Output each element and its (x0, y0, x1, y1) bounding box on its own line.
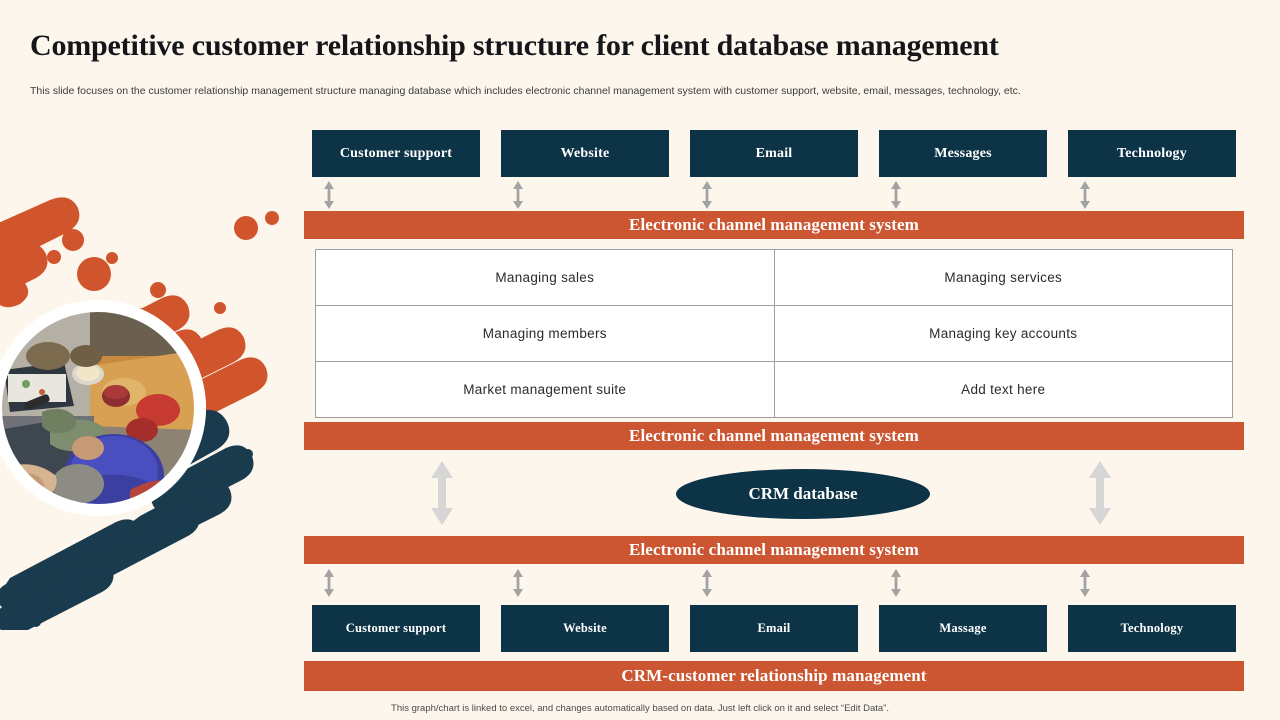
top-channel-box-email[interactable]: Email (690, 130, 858, 177)
top-channel-box-messages[interactable]: Messages (879, 130, 1047, 177)
top-channel-label: Email (755, 145, 793, 161)
banner-label: Electronic channel management system (629, 540, 919, 559)
management-matrix-table: Managing sales Managing services Managin… (315, 249, 1233, 418)
top-channel-box-website[interactable]: Website (501, 130, 669, 177)
bottom-channel-label: Technology (1120, 621, 1184, 635)
double-arrow-vertical-icon (1087, 460, 1113, 526)
bottom-channel-box-website[interactable]: Website (501, 605, 669, 652)
crm-database-node[interactable]: CRM database (676, 469, 930, 519)
top-channel-label: Technology (1117, 145, 1187, 161)
double-arrow-vertical-icon (700, 180, 714, 210)
double-arrow-vertical-icon (1078, 568, 1092, 598)
banner-label: Electronic channel management system (629, 426, 919, 445)
page-title: Competitive customer relationship struct… (30, 29, 999, 62)
top-channel-label: Messages (934, 145, 992, 161)
banner-electronic-channel-management-system-top[interactable]: Electronic channel management system (304, 211, 1244, 239)
hero-photo (0, 300, 206, 516)
double-arrow-vertical-icon (322, 180, 336, 210)
table-cell[interactable]: Managing members (315, 305, 775, 362)
crm-database-label: CRM database (748, 484, 858, 503)
banner-label: Electronic channel management system (629, 215, 919, 234)
bottom-channel-box-massage[interactable]: Massage (879, 605, 1047, 652)
footer-note: This graph/chart is linked to excel, and… (391, 703, 889, 714)
table-row: Market management suite Add text here (315, 361, 1233, 418)
table-row: Managing members Managing key accounts (315, 305, 1233, 362)
bottom-channel-label: Massage (939, 621, 987, 635)
bottom-channel-label: Website (563, 621, 607, 635)
table-cell[interactable]: Add text here (773, 361, 1233, 418)
bottom-channel-label: Customer support (345, 621, 447, 635)
top-channel-box-customer-support[interactable]: Customer support (312, 130, 480, 177)
double-arrow-vertical-icon (889, 568, 903, 598)
top-channel-label: Customer support (339, 145, 453, 161)
top-channel-box-technology[interactable]: Technology (1068, 130, 1236, 177)
bottom-channel-box-customer-support[interactable]: Customer support (312, 605, 480, 652)
banner-label: CRM-customer relationship management (621, 666, 927, 685)
page-subtitle: This slide focuses on the customer relat… (30, 85, 1021, 97)
banner-electronic-channel-management-system-middle[interactable]: Electronic channel management system (304, 422, 1244, 450)
bottom-channel-box-email[interactable]: Email (690, 605, 858, 652)
table-row: Managing sales Managing services (315, 249, 1233, 306)
double-arrow-vertical-icon (322, 568, 336, 598)
table-cell[interactable]: Managing services (773, 249, 1233, 306)
bottom-channel-label: Email (757, 621, 791, 635)
decorative-splash-graphic (0, 180, 290, 630)
double-arrow-vertical-icon (511, 568, 525, 598)
double-arrow-vertical-icon (511, 180, 525, 210)
table-cell[interactable]: Market management suite (315, 361, 775, 418)
double-arrow-vertical-icon (889, 180, 903, 210)
double-arrow-vertical-icon (429, 460, 455, 526)
double-arrow-vertical-icon (1078, 180, 1092, 210)
bottom-channel-box-technology[interactable]: Technology (1068, 605, 1236, 652)
orange-splash-shape (0, 197, 279, 443)
table-cell[interactable]: Managing sales (315, 249, 775, 306)
double-arrow-vertical-icon (700, 568, 714, 598)
banner-electronic-channel-management-system-lower[interactable]: Electronic channel management system (304, 536, 1244, 564)
table-cell[interactable]: Managing key accounts (773, 305, 1233, 362)
banner-crm-customer-relationship-management[interactable]: CRM-customer relationship management (304, 661, 1244, 691)
navy-splash-shape (0, 409, 254, 630)
top-channel-label: Website (560, 145, 610, 161)
